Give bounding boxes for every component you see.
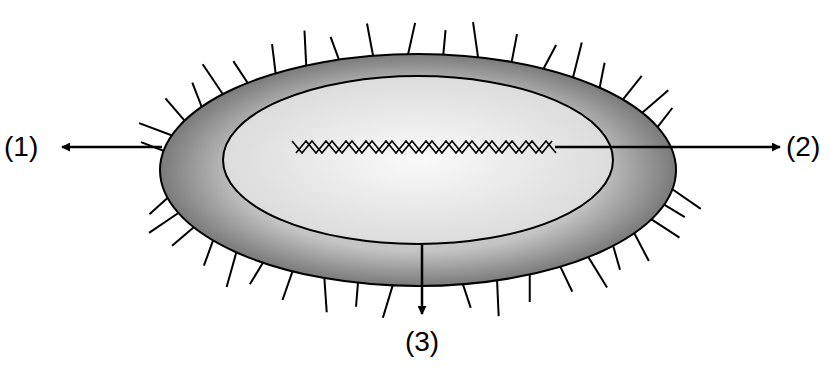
pilus	[473, 22, 479, 61]
callout-number: (2)	[786, 133, 820, 161]
pilus	[149, 211, 182, 233]
callout-number: (1)	[4, 133, 38, 161]
pilus	[383, 282, 394, 318]
leader-arrow	[421, 244, 424, 314]
pilus	[572, 42, 582, 81]
callout-number: (3)	[405, 328, 439, 356]
pilus	[497, 276, 499, 316]
pili	[139, 22, 701, 318]
pilus	[227, 249, 238, 287]
pilus	[367, 23, 374, 59]
pilus	[139, 123, 175, 137]
pilus	[407, 23, 415, 58]
pilus	[669, 187, 701, 209]
pilus	[304, 31, 306, 70]
pilus	[620, 76, 641, 103]
pilus	[203, 64, 225, 97]
leader-arrow	[555, 146, 780, 149]
pilus	[639, 90, 668, 115]
pilus	[648, 217, 679, 237]
dna-strand	[296, 141, 556, 153]
pilus	[586, 254, 607, 288]
cell-wall	[160, 54, 676, 286]
pilus	[632, 230, 648, 261]
pilus	[283, 268, 294, 300]
cell-membrane	[223, 76, 613, 244]
leader-arrow	[62, 146, 162, 149]
pilus	[324, 274, 327, 312]
nucleoid-dna	[292, 141, 556, 153]
